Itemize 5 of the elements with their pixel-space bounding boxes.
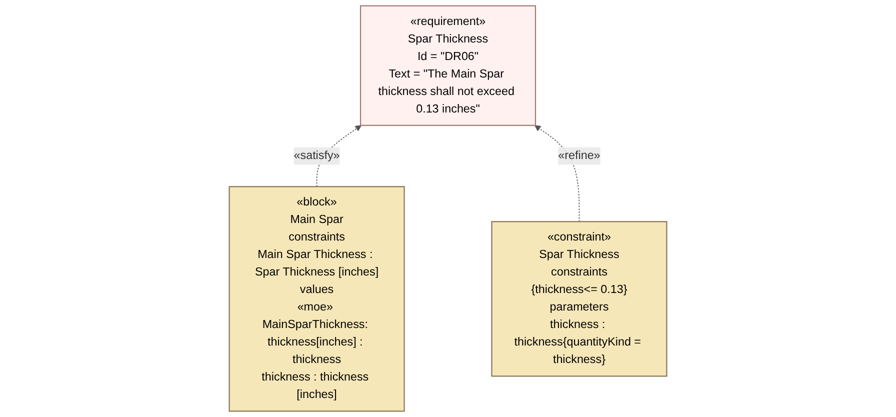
node-box — [228, 186, 405, 412]
node-box — [360, 5, 536, 126]
edge-label: «refine» — [558, 149, 600, 162]
edge-label: «satisfy» — [294, 149, 340, 162]
node-box — [491, 221, 668, 377]
